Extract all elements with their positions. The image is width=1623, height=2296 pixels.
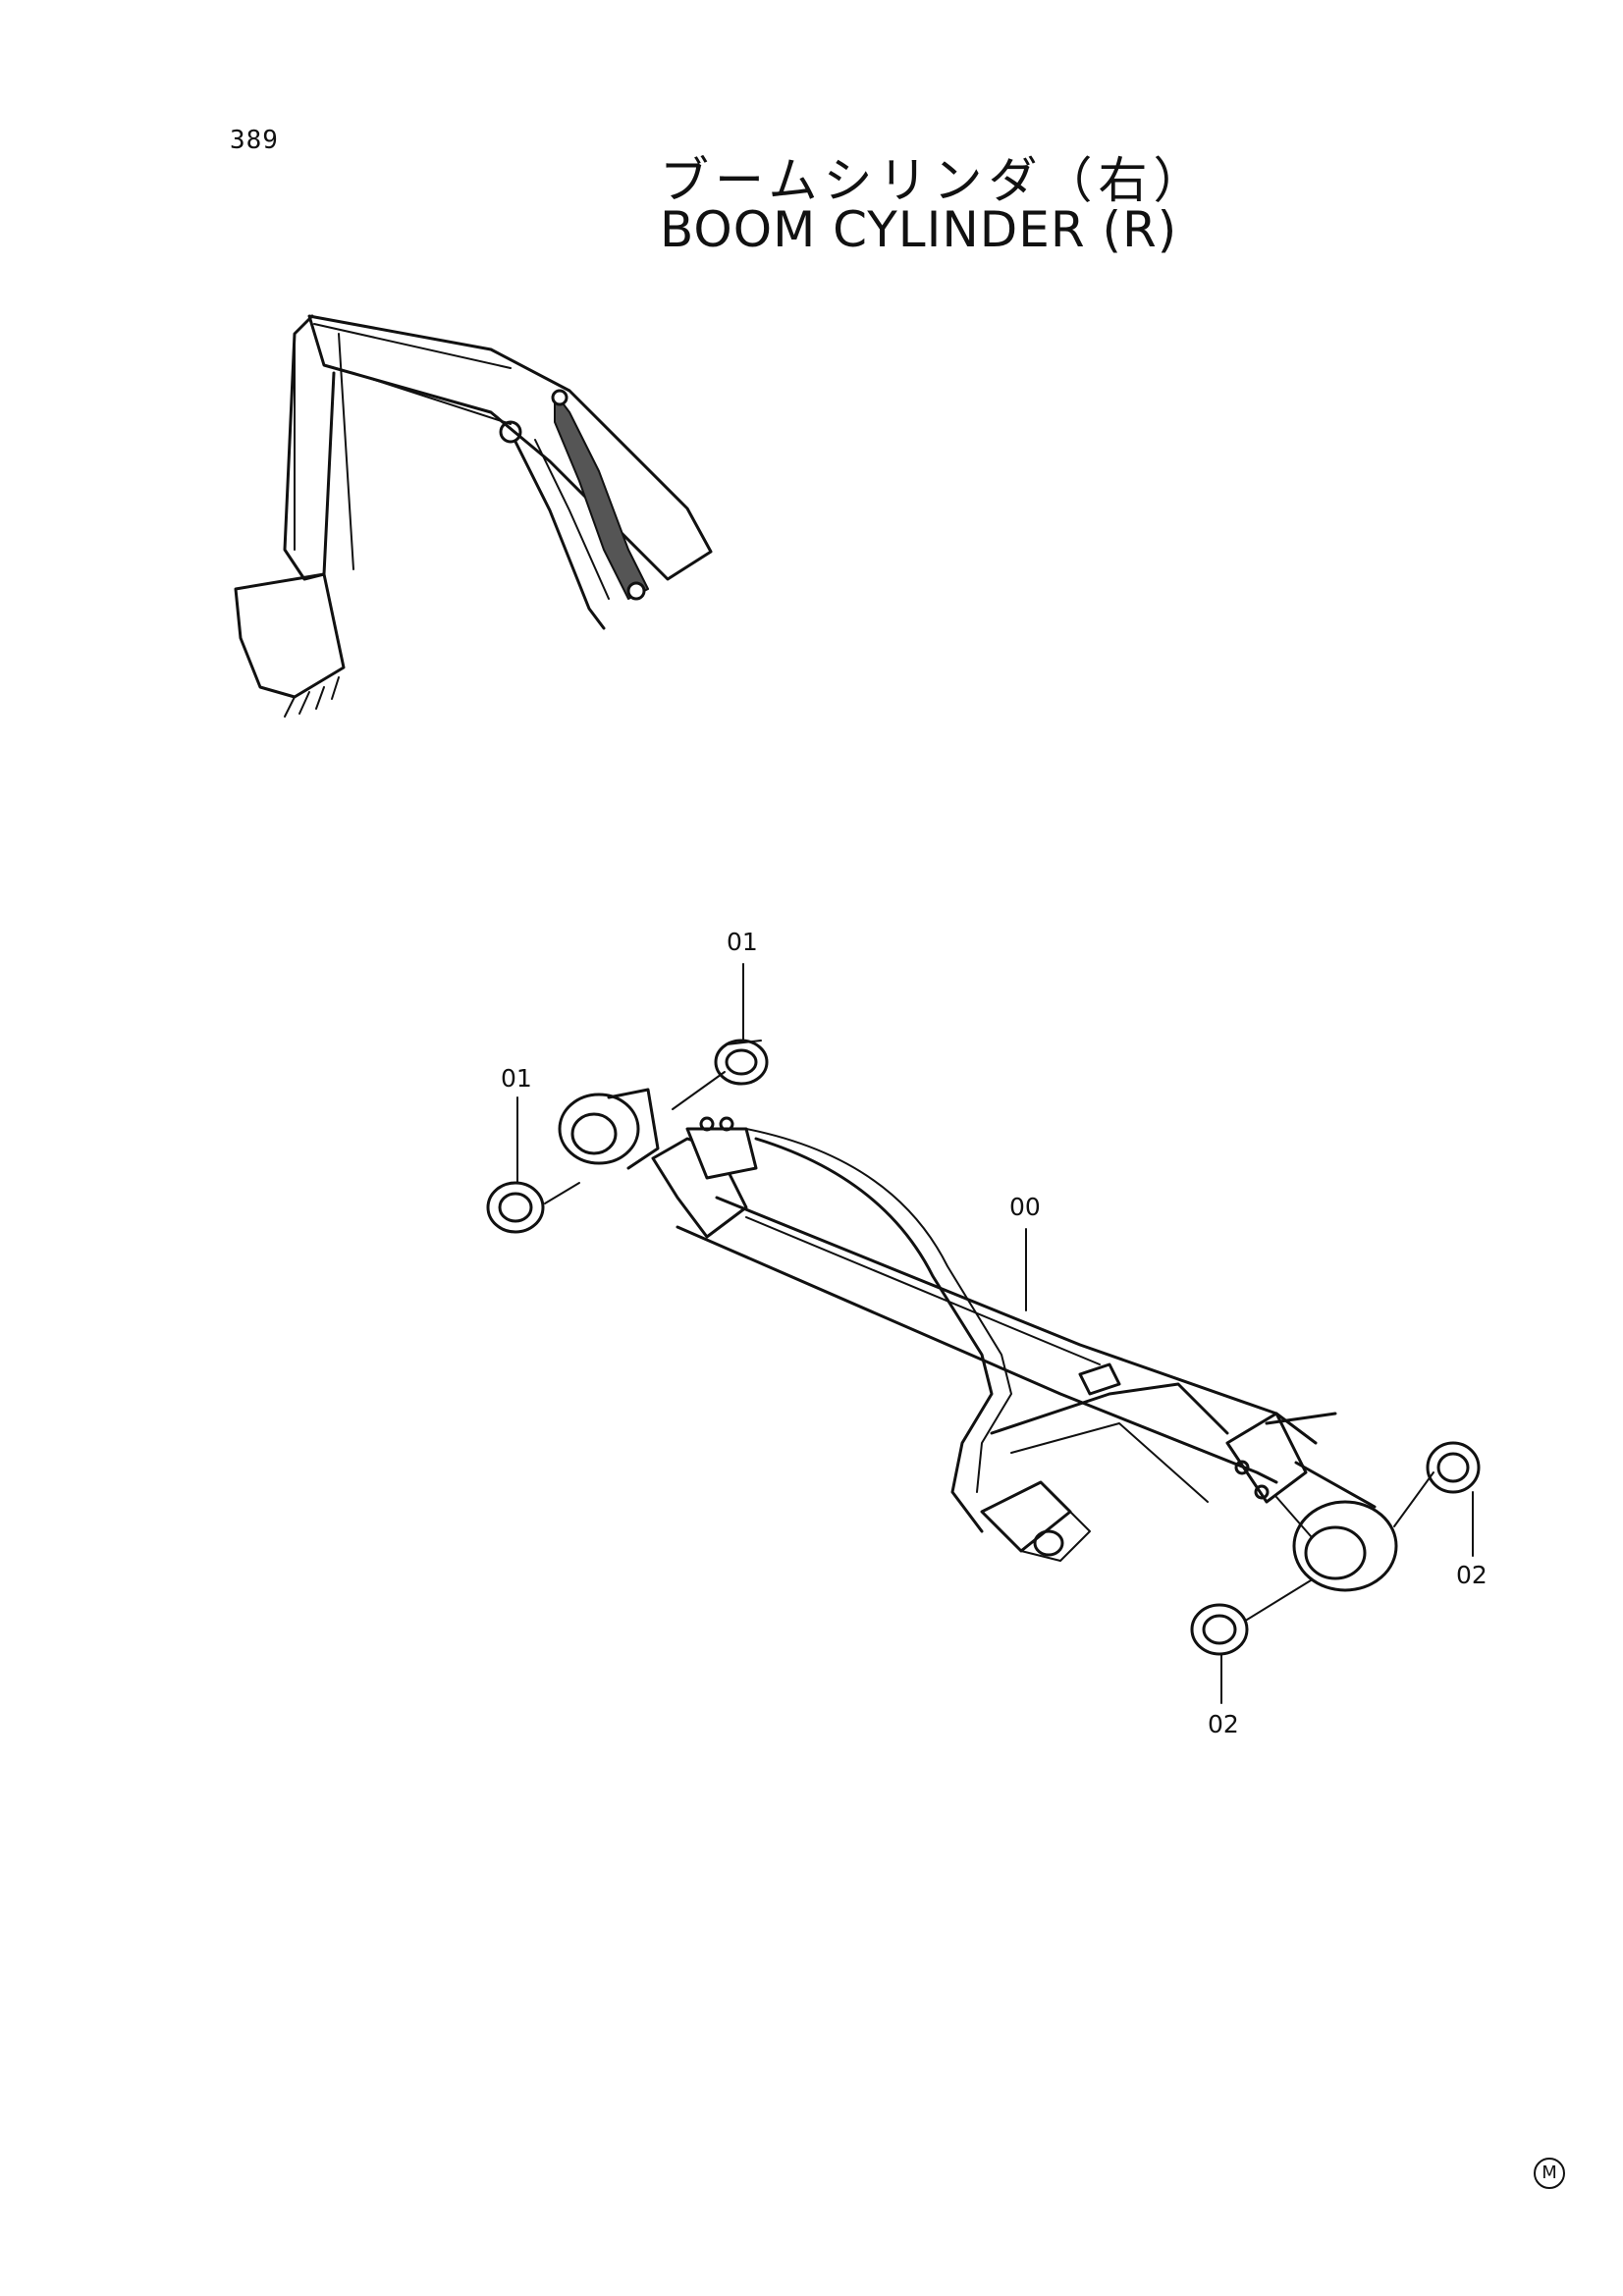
boom-cylinder-assembly (558, 1088, 1398, 1592)
bushing-02-right (1426, 1441, 1481, 1494)
bushing-02-lower (1190, 1603, 1249, 1656)
bushing-01-lower (486, 1181, 545, 1234)
page-number: 389 (230, 126, 279, 155)
bushing-01-upper (714, 1039, 769, 1086)
callout-01-left: 01 (501, 1064, 532, 1093)
callout-01-top: 01 (727, 928, 758, 956)
callout-00: 00 (1009, 1193, 1041, 1221)
title-english: BOOM CYLINDER (R) (660, 201, 1178, 258)
circled-m-mark: M (1534, 2158, 1565, 2189)
leader-lines (516, 963, 1474, 1704)
callout-02-right: 02 (1456, 1561, 1488, 1589)
callout-02-bottom: 02 (1208, 1710, 1239, 1738)
excavator-attachment-overview (234, 314, 713, 718)
title-japanese: ブームシリンダ（右） (660, 152, 1209, 209)
